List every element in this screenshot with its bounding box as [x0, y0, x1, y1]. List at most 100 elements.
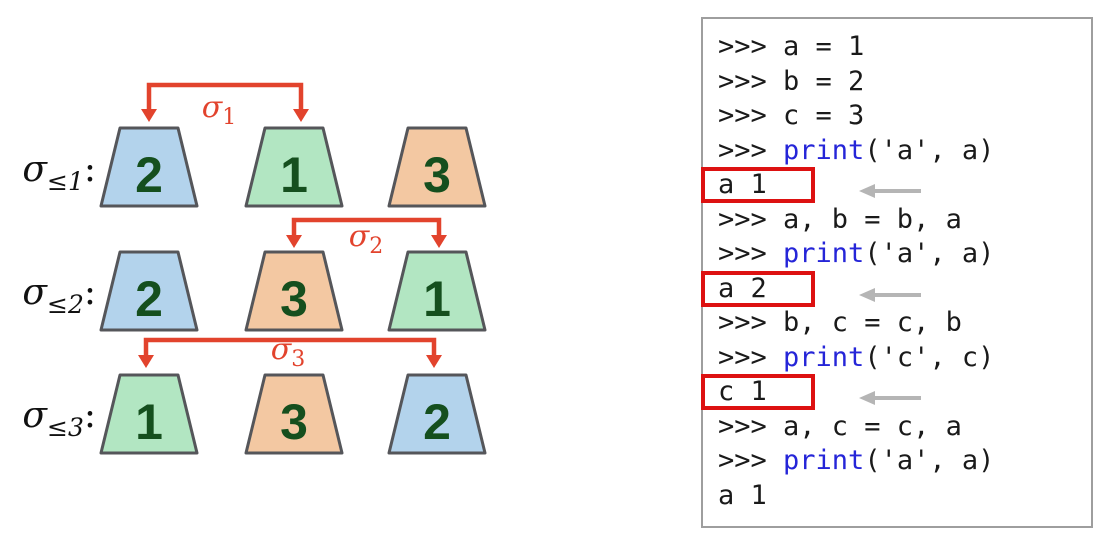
sigma-glyph: σ	[349, 219, 371, 254]
trapezoid-shape	[244, 373, 344, 455]
down-arrowhead-icon	[141, 109, 157, 122]
console-input-line: >>> a = 1	[718, 30, 1091, 65]
output-highlight-box	[701, 374, 815, 410]
left-arrow-icon	[857, 176, 923, 198]
down-arrowhead-icon	[138, 355, 154, 368]
row-label-sigma-leq-1: σ≤1:	[22, 149, 96, 196]
keyword-print: print	[783, 341, 865, 373]
swap-bracket-line	[146, 82, 304, 111]
code-text: ('a', a)	[864, 238, 995, 269]
sigma-subscript: ≤1	[47, 167, 84, 196]
trapezoid-number: 2	[135, 271, 163, 327]
console-input-line: >>> b = 2	[718, 65, 1091, 100]
trapezoid-number: 3	[280, 271, 308, 327]
console-input-line: >>> a, b = b, a	[718, 203, 1091, 238]
trapezoid-shape	[387, 373, 487, 455]
console-input-line: >>> print('c', c)	[718, 341, 1091, 376]
trapezoid-row1-col2: 1	[244, 126, 344, 208]
left-arrow-icon	[857, 383, 923, 405]
code-text: ('c', c)	[864, 341, 995, 373]
code-text: ('a', a)	[864, 134, 995, 166]
trapezoid-row3-col1: 1	[99, 373, 199, 455]
console-input-line: >>> a, c = c, a	[718, 410, 1091, 445]
trapezoid-row1-col3: 3	[387, 126, 487, 208]
trapezoid-row3-col2: 3	[244, 373, 344, 455]
sigma-subscript: ≤3	[47, 413, 84, 442]
console-output-line: a 1	[718, 479, 1091, 514]
trapezoid-row2-col2: 3	[244, 250, 344, 332]
swap-arrow-sigma-3: σ3	[138, 332, 442, 372]
row-label-sigma-leq-2: σ≤2:	[22, 272, 96, 319]
trapezoid-row1-col1: 2	[99, 126, 199, 208]
trapezoid-number: 1	[423, 271, 451, 327]
sigma-glyph: σ	[22, 395, 48, 436]
code-text: >>> a, b = b, a	[718, 203, 962, 235]
code-text: >>>	[718, 445, 784, 476]
swap-label-sigma-2: σ2	[349, 219, 383, 259]
code-text: >>> c = 3	[718, 100, 865, 131]
down-arrowhead-icon	[286, 235, 302, 248]
sigma-glyph: σ	[22, 149, 48, 190]
console-output-line: a 1	[701, 167, 1091, 203]
keyword-print: print	[783, 445, 865, 476]
code-text: >>>	[718, 238, 784, 269]
trapezoid-row2-col1: 2	[99, 250, 199, 332]
swap-label-sigma-3: σ3	[271, 332, 305, 372]
console-input-line: >>> print('a', a)	[718, 134, 1091, 169]
label-colon: :	[84, 395, 96, 436]
trapezoid-number: 1	[135, 394, 163, 450]
sigma-subscript: 1	[222, 105, 236, 130]
output-highlight-box	[701, 167, 815, 203]
keyword-print: print	[783, 238, 865, 269]
label-colon: :	[84, 272, 96, 313]
trapezoid-row3-col3: 2	[387, 373, 487, 455]
label-colon: :	[84, 149, 96, 190]
console-output-line: c 1	[701, 374, 1091, 410]
code-text: >>> a, c = c, a	[718, 410, 962, 442]
code-text: >>> a = 1	[718, 31, 865, 62]
trapezoid-shape	[244, 250, 344, 332]
sigma-glyph: σ	[271, 332, 293, 367]
code-text: >>> b, c = c, b	[718, 307, 962, 338]
trapezoid-number: 1	[280, 147, 308, 203]
trapezoid-shape	[387, 250, 487, 332]
swap-label-sigma-1: σ1	[202, 90, 236, 130]
sigma-subscript: 2	[369, 234, 383, 259]
python-console-panel: >>> a = 1>>> b = 2>>> c = 3>>> print('a'…	[701, 17, 1093, 528]
sigma-subscript: 3	[291, 347, 305, 372]
output-highlight-box	[701, 270, 815, 307]
sigma-subscript: ≤2	[47, 290, 84, 319]
row-label-sigma-leq-3: σ≤3:	[22, 395, 96, 442]
console-input-line: >>> c = 3	[718, 99, 1091, 134]
trapezoid-number: 2	[423, 394, 451, 450]
trapezoid-shape	[99, 373, 199, 455]
down-arrowhead-icon	[426, 355, 442, 368]
console-input-line: >>> b, c = c, b	[718, 306, 1091, 341]
swap-arrow-sigma-1: σ1	[141, 82, 309, 130]
code-text: ('a', a)	[864, 445, 995, 476]
swap-arrow-sigma-2: σ2	[286, 217, 447, 259]
trapezoid-number: 3	[280, 394, 308, 450]
trapezoid-shape	[387, 126, 487, 208]
console-output-line: a 2	[701, 270, 1091, 307]
down-arrowhead-icon	[293, 109, 309, 122]
code-text: >>>	[718, 134, 784, 166]
console-output-text: c 1	[718, 376, 767, 407]
console-output-text: a 1	[718, 479, 767, 511]
sigma-glyph: σ	[22, 272, 48, 313]
down-arrowhead-icon	[431, 235, 447, 248]
trapezoid-shape	[244, 126, 344, 208]
console-input-line: >>> print('a', a)	[718, 237, 1091, 272]
console-output-text: a 1	[718, 169, 767, 200]
trapezoid-shape	[99, 126, 199, 208]
trapezoid-row2-col3: 1	[387, 250, 487, 332]
console-input-line: >>> print('a', a)	[718, 444, 1091, 479]
console-output-text: a 2	[718, 272, 767, 304]
left-arrow-icon	[857, 280, 923, 302]
sigma-glyph: σ	[202, 90, 224, 125]
trapezoid-number: 3	[423, 147, 451, 203]
keyword-print: print	[783, 134, 865, 166]
swap-bracket-line	[291, 217, 442, 237]
